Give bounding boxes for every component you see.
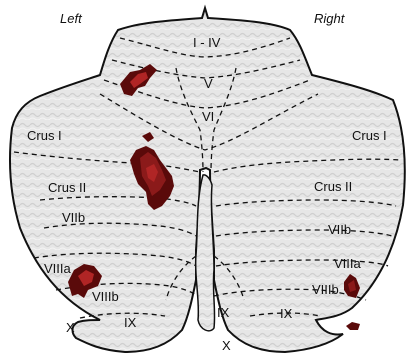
vermis-inner-strip (196, 175, 215, 331)
right-hemisphere-label: Right (314, 11, 346, 26)
lobule-label-viiia-left: VIIIa (44, 261, 72, 276)
lobule-label-ix-left: IX (124, 315, 137, 330)
lobule-label-viib-right: VIIb (328, 222, 351, 237)
lobule-label-crus-ii-right: Crus II (314, 179, 352, 194)
lobule-label-x-left: X (66, 320, 75, 335)
lobule-label-viib-left: VIIb (62, 210, 85, 225)
activation-cluster-x-right (346, 322, 360, 330)
lobule-label-viiib-left: VIIIb (92, 289, 119, 304)
lobule-label-viiib-right: VIIIb (312, 282, 339, 297)
lobule-label-crus-i-left: Crus I (27, 128, 62, 143)
lobule-label-i-iv: I - IV (193, 35, 221, 50)
lobule-label-ix-mid: IX (217, 305, 230, 320)
lobule-label-x-mid: X (222, 338, 231, 353)
left-hemisphere-label: Left (60, 11, 83, 26)
lobule-label-crus-i-right: Crus I (352, 128, 387, 143)
lobule-label-ix-right: IX (280, 306, 293, 321)
lobule-label-vi: VI (202, 109, 214, 124)
lobule-label-viiia-right: VIIIa (334, 256, 362, 271)
lobule-label-crus-ii-left: Crus II (48, 180, 86, 195)
lobule-label-v: V (204, 76, 213, 91)
